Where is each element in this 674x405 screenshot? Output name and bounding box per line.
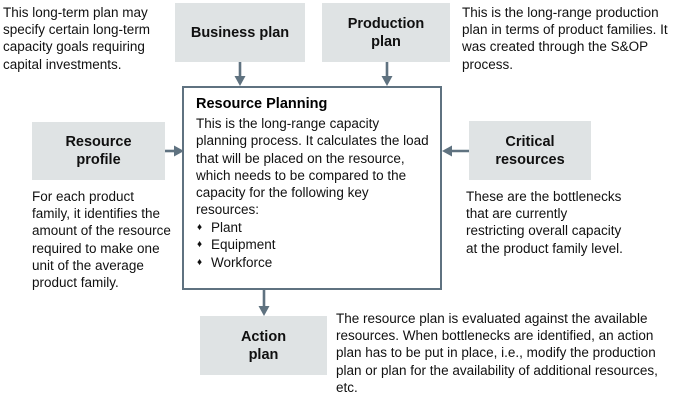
list-item: ♦ Equipment: [196, 236, 430, 254]
critical-resources-note: These are the bottlenecks that are curre…: [466, 189, 623, 256]
arrow-production-plan-to-resource-planning: [380, 62, 394, 87]
box-resource-profile[interactable]: Resource profile: [32, 122, 165, 180]
box-resource-planning[interactable]: Resource Planning This is the long-range…: [182, 86, 442, 290]
box-action-plan[interactable]: Action plan: [200, 316, 327, 375]
arrow-critical-resources-to-resource-planning: [441, 144, 469, 158]
diamond-bullet-icon: ♦: [197, 256, 203, 268]
action-plan-note: The resource plan is evaluated against t…: [336, 311, 658, 395]
resource-planning-body: This is the long-range capacity planning…: [196, 116, 429, 218]
resource-planning-bullets: ♦ Plant ♦ Equipment ♦ Workforce: [196, 219, 430, 272]
list-item: ♦ Workforce: [196, 254, 430, 272]
diamond-bullet-icon: ♦: [197, 239, 203, 251]
production-plan-note: This is the long-range production plan i…: [462, 5, 668, 72]
arrow-resource-planning-to-action-plan: [257, 290, 271, 317]
business-plan-note: This long-term plan may specify certain …: [3, 5, 151, 72]
list-item: ♦ Plant: [196, 219, 430, 237]
arrow-resource-profile-to-resource-planning: [165, 144, 185, 158]
arrow-business-plan-to-resource-planning: [233, 62, 247, 87]
resource-planning-title: Resource Planning: [196, 96, 328, 112]
box-critical-resources[interactable]: Critical resources: [469, 121, 591, 180]
list-item-label: Plant: [211, 219, 242, 235]
resource-planning-content: Resource Planning This is the long-range…: [184, 88, 440, 272]
box-business-plan[interactable]: Business plan: [175, 3, 305, 62]
diamond-bullet-icon: ♦: [197, 221, 203, 233]
list-item-label: Workforce: [211, 254, 273, 270]
list-item-label: Equipment: [211, 237, 276, 253]
box-production-plan[interactable]: Production plan: [322, 3, 450, 62]
resource-profile-note: For each product family, it identifies t…: [32, 189, 171, 291]
